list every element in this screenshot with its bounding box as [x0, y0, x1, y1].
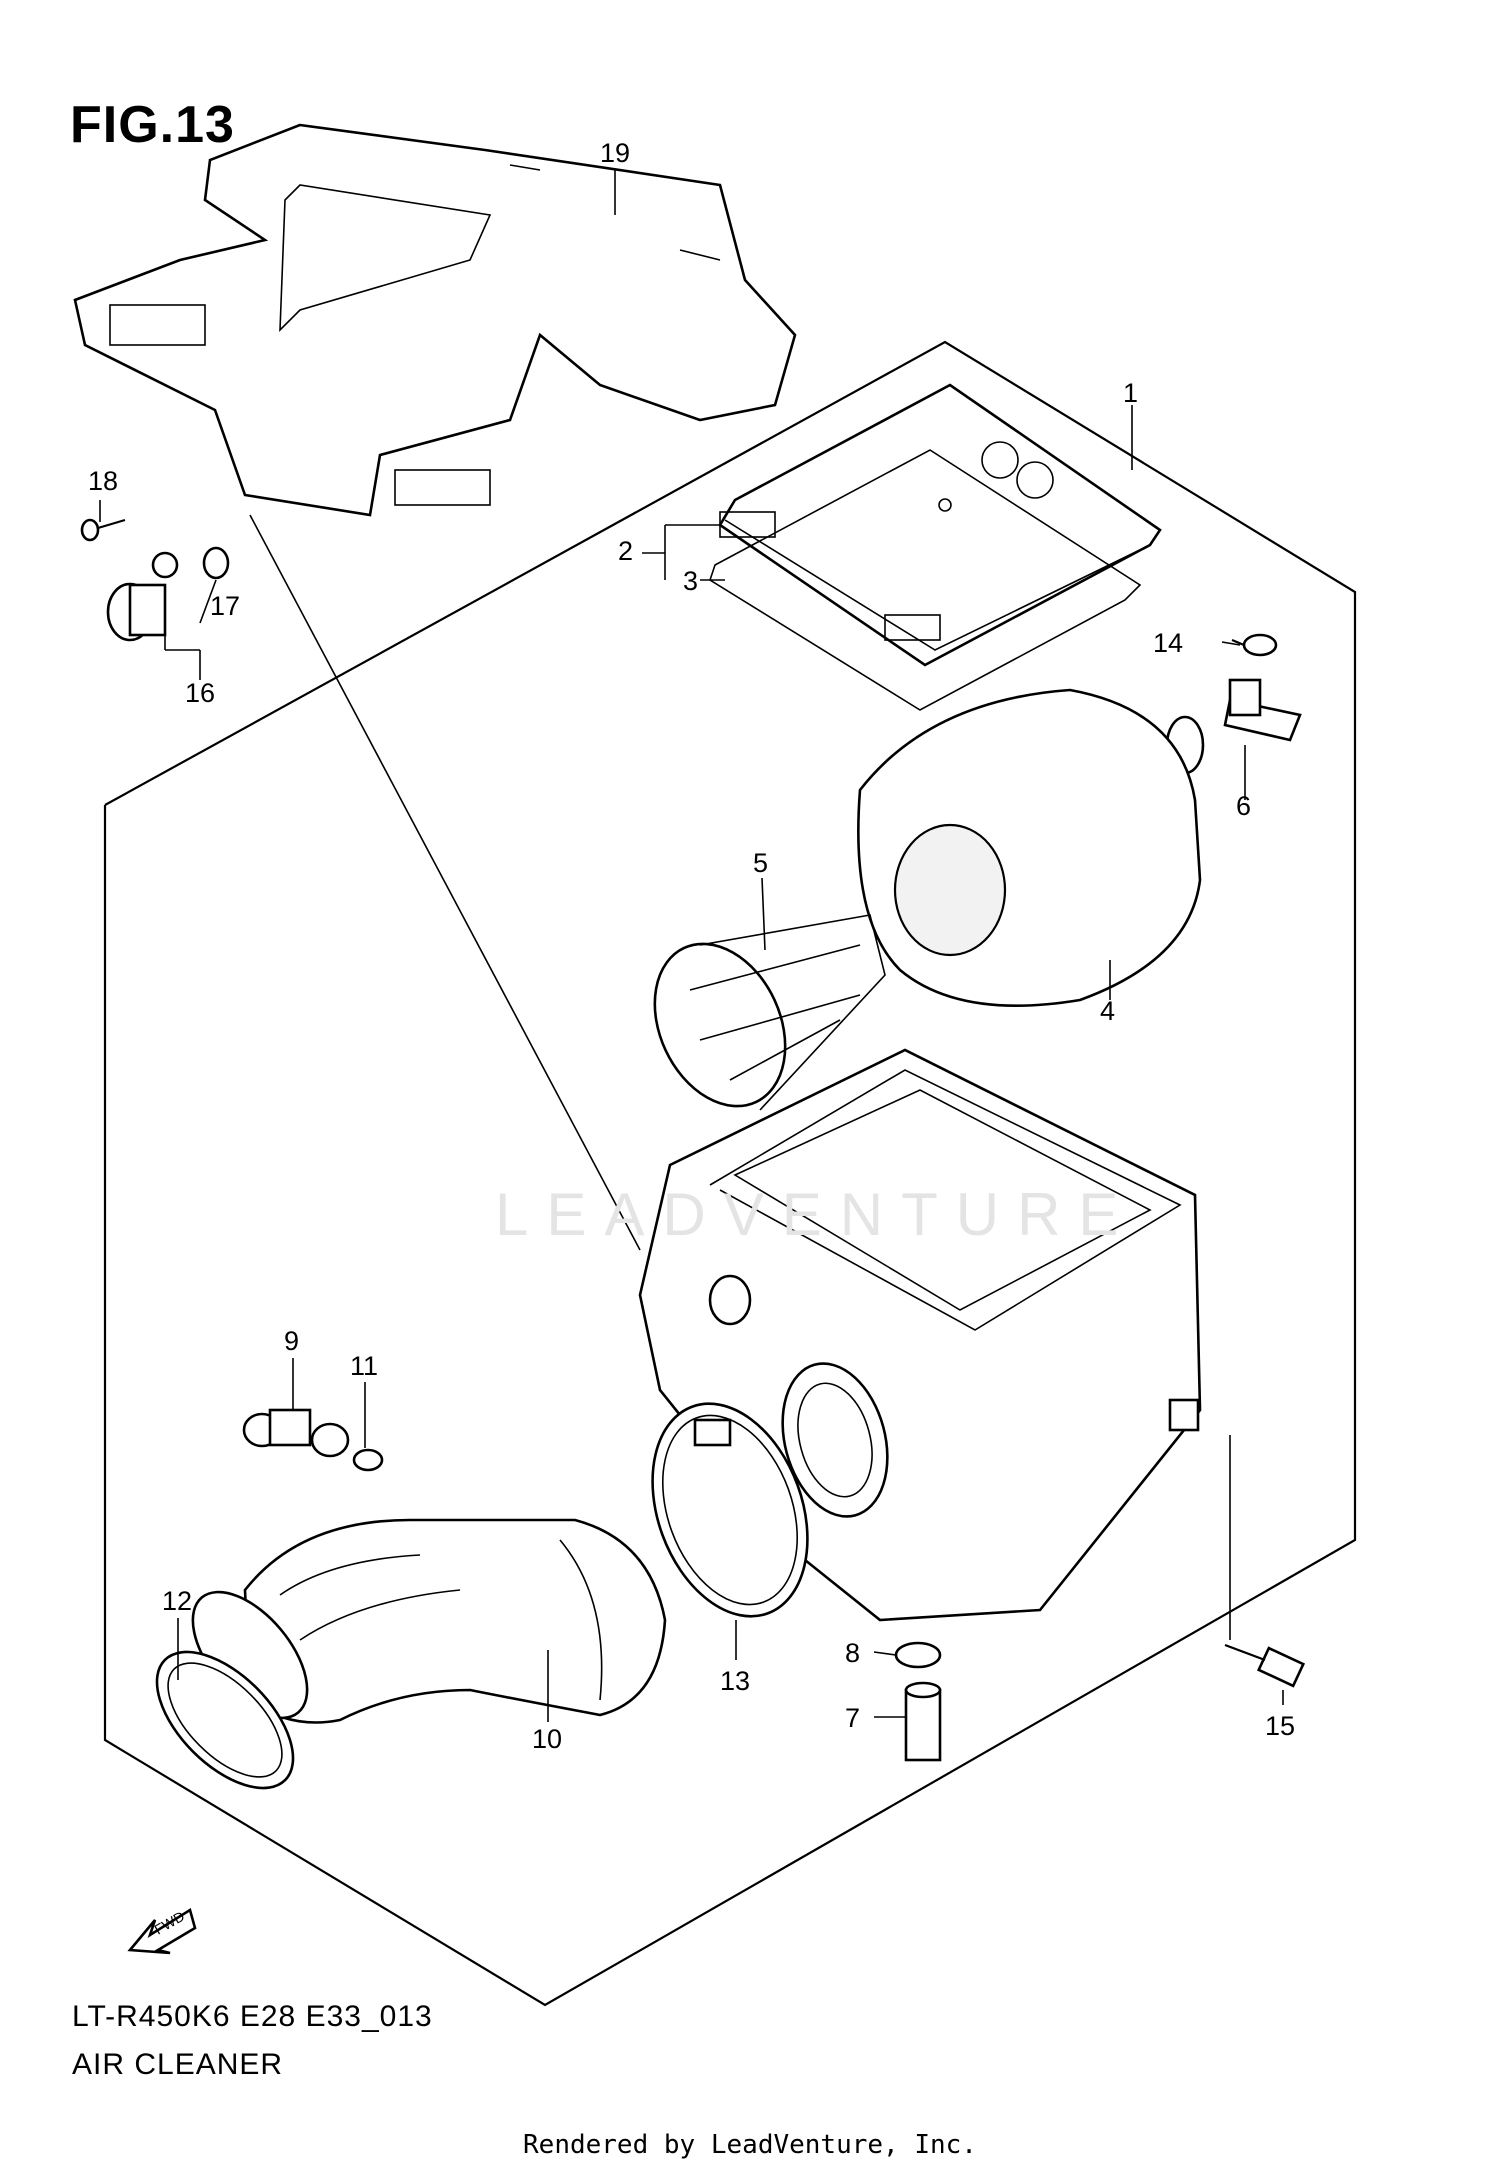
part-13-clamp	[651, 1402, 809, 1618]
part-14-screw	[1231, 633, 1278, 657]
callout-7: 7	[845, 1703, 860, 1733]
callout-6: 6	[1236, 791, 1251, 821]
callout-4: 4	[1100, 996, 1115, 1026]
watermark: LEADVENTURE	[495, 1181, 1137, 1248]
callout-9: 9	[284, 1326, 299, 1356]
callout-18: 18	[88, 466, 118, 496]
figure-title: FIG.13	[70, 96, 235, 154]
callout-3: 3	[683, 566, 698, 596]
callout-2: 2	[618, 536, 633, 566]
callout-19: 19	[600, 138, 630, 168]
callout-labels: 1 2 3 4 5 6 7 8 9 10 11 12 13 14 15 16 1…	[88, 138, 1295, 1938]
part-6-drain	[1165, 678, 1302, 775]
callout-10: 10	[532, 1724, 562, 1754]
assembly-boundary	[103, 340, 1357, 2007]
assembly-name: AIR CLEANER	[72, 2048, 284, 2081]
callout-12: 12	[162, 1586, 192, 1616]
callout-14: 14	[1153, 628, 1183, 658]
part-7-tube	[904, 1681, 942, 1762]
part-4-filter-element	[857, 688, 1202, 1008]
leader-lines	[99, 170, 1284, 1722]
model-code: LT-R450K6 E28 E33_013	[72, 2000, 433, 2033]
part-10-intake-boot	[191, 1518, 667, 1724]
callout-8: 8	[845, 1638, 860, 1668]
callout-5: 5	[753, 848, 768, 878]
callout-16: 16	[185, 678, 215, 708]
part-9-fitting	[242, 1408, 350, 1458]
part-11-clip	[352, 1448, 384, 1472]
part-19-heat-shield	[73, 123, 797, 517]
part-15-bolt	[1224, 1643, 1306, 1688]
render-credit: Rendered by LeadVenture, Inc.	[523, 2130, 977, 2160]
part-16-18-sensor	[80, 518, 230, 642]
callout-1: 1	[1123, 378, 1138, 408]
callout-17: 17	[210, 591, 240, 621]
callout-15: 15	[1265, 1711, 1295, 1741]
callout-13: 13	[720, 1666, 750, 1696]
fwd-arrow	[127, 1907, 197, 1955]
callout-11: 11	[350, 1351, 378, 1381]
part-12-clamp	[155, 1650, 295, 1790]
part-8-ring	[894, 1641, 942, 1669]
part-5-screen	[653, 914, 886, 1111]
